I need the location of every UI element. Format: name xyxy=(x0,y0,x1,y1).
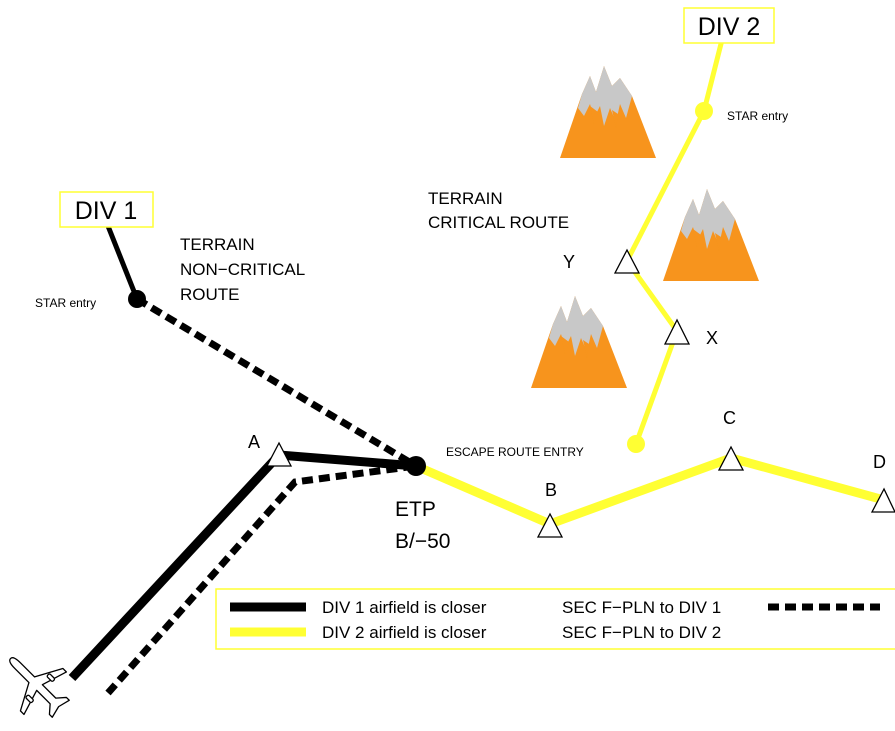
mountain-icon xyxy=(560,66,656,158)
escape-route-entry-label: ESCAPE ROUTE ENTRY xyxy=(446,445,584,459)
waypoint-c-triangle-icon xyxy=(717,445,745,471)
airplane-icon xyxy=(9,657,70,718)
legend-row2-text: DIV 2 airfield is closer xyxy=(322,623,487,642)
waypoint-c-label: C xyxy=(723,408,736,428)
terrain-noncritical-line1: TERRAIN xyxy=(180,235,255,254)
waypoint-x-triangle-icon xyxy=(663,318,691,345)
sec-fpln-div1-dashed xyxy=(105,295,418,696)
legend-row1-text: DIV 1 airfield is closer xyxy=(322,598,487,617)
waypoint-b-triangle-icon xyxy=(536,512,564,538)
etp-value-label: B/−50 xyxy=(395,530,450,553)
waypoint-a-label: A xyxy=(248,432,260,452)
div2-label: DIV 2 xyxy=(698,13,761,41)
etp-point-icon xyxy=(406,456,426,476)
legend-row2-sec: SEC F−PLN to DIV 2 xyxy=(562,623,721,642)
star-entry-div2-label: STAR entry xyxy=(727,109,788,123)
waypoint-a-triangle-icon xyxy=(265,441,293,467)
etp-label: ETP xyxy=(395,498,436,521)
waypoint-y-label: Y xyxy=(563,252,575,272)
terrain-noncritical-line3: ROUTE xyxy=(180,285,240,304)
terrain-critical-line1: TERRAIN xyxy=(428,189,503,208)
waypoint-d-triangle-icon xyxy=(870,487,895,513)
mountain-icon xyxy=(531,296,627,388)
star-entry-div2-point-icon xyxy=(695,102,713,120)
escape-route-entry-point-icon xyxy=(627,435,645,453)
legend: DIV 1 airfield is closer SEC F−PLN to DI… xyxy=(215,588,895,650)
div2-label-box xyxy=(683,7,775,44)
legend-row1-sec: SEC F−PLN to DIV 1 xyxy=(562,598,721,617)
mountain-icon xyxy=(663,189,759,281)
div1-label-box xyxy=(59,191,154,228)
waypoint-d-label: D xyxy=(873,452,886,472)
star-entry-div1-point-icon xyxy=(128,290,146,308)
waypoint-y-triangle-icon xyxy=(613,248,641,274)
terrain-noncritical-line2: NON−CRITICAL xyxy=(180,260,305,279)
div1-label: DIV 1 xyxy=(75,197,138,225)
waypoint-x-label: X xyxy=(706,328,718,348)
terrain-critical-line2: CRITICAL ROUTE xyxy=(428,213,569,232)
waypoint-b-label: B xyxy=(545,480,557,500)
legend-box xyxy=(215,588,895,650)
star-entry-div1-label: STAR entry xyxy=(35,296,96,310)
